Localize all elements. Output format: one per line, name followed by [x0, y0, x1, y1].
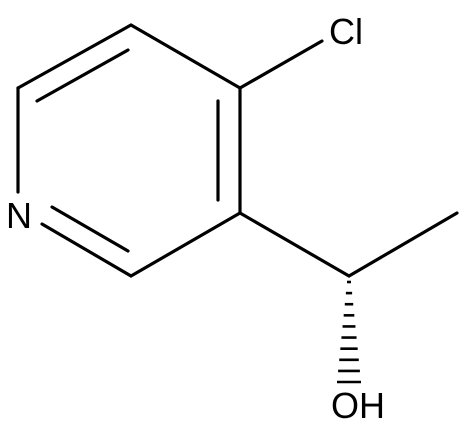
- bond-c5-c4: [129, 23, 242, 90]
- bond-c3-c2: [129, 211, 242, 278]
- chlorine-atom-label: Cl: [329, 11, 363, 52]
- bond-c2-n-double: [50, 205, 130, 253]
- hashed-wedge-bond: [337, 280, 361, 384]
- bond-c3-chiral: [238, 211, 351, 278]
- hydroxyl-atom-label: OH: [331, 385, 385, 426]
- nitrogen-atom-label: N: [6, 195, 32, 236]
- bond-c4-cl: [238, 39, 324, 90]
- bond-c2-n: [40, 222, 133, 278]
- bond-c6-c5-double: [35, 48, 130, 103]
- bond-chiral-methyl: [347, 211, 459, 278]
- pyridine-ring: [16, 23, 242, 278]
- bond-c6-c5: [16, 23, 133, 90]
